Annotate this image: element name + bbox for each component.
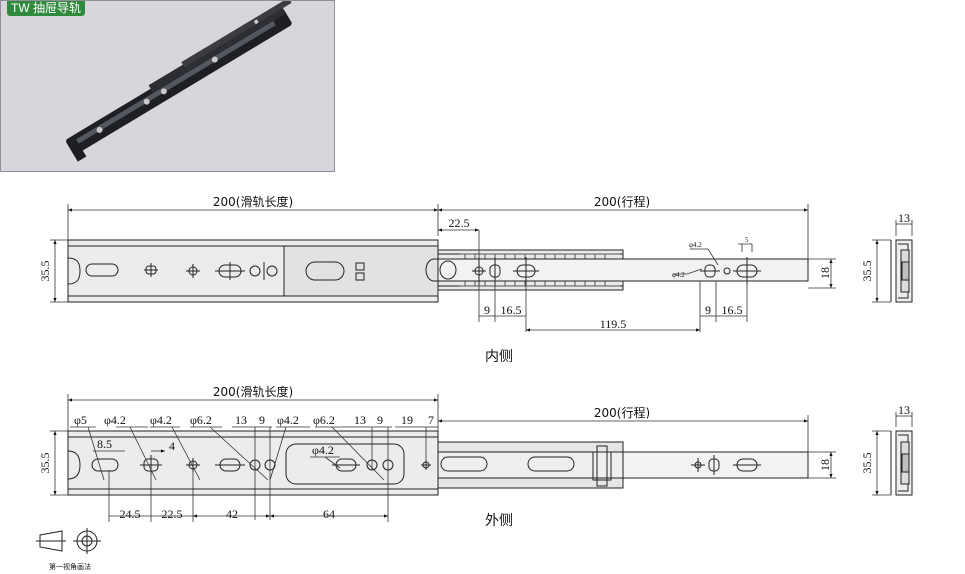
inner-height-dim: 35.5 xyxy=(38,261,52,282)
outer-19-dim: 19 xyxy=(401,413,413,427)
outer-rail-length-dim: 200(滑轨长度) xyxy=(213,384,293,399)
inner-inner-rail xyxy=(437,258,809,282)
outer-outer-rail xyxy=(67,430,439,496)
end-top-width-dim: 13 xyxy=(898,211,910,225)
outer-phi62-a-dim: φ6.2 xyxy=(190,413,212,427)
end-top-height-dim: 35.5 xyxy=(860,261,874,282)
outer-view-caption: 外侧 xyxy=(485,513,513,529)
inner-view xyxy=(50,204,836,332)
inner-middle-rail xyxy=(283,245,439,297)
inner-16-5-dim-b: 16.5 xyxy=(722,303,743,317)
outer-phi5-dim: φ5 xyxy=(74,413,87,427)
inner-phi-dim-a: φ4.2 xyxy=(689,241,702,249)
inner-9-dim-b: 9 xyxy=(705,303,711,317)
outer-64-dim: 64 xyxy=(323,507,335,521)
inner-9-dim-a: 9 xyxy=(484,303,490,317)
outer-phi42-b-dim: φ4.2 xyxy=(150,413,172,427)
outer-view xyxy=(50,394,836,522)
outer-4-dim: 4 xyxy=(169,439,175,453)
projection-symbol xyxy=(36,528,101,554)
outer-13-a-dim: 13 xyxy=(235,413,247,427)
outer-8-5-dim: 8.5 xyxy=(97,437,112,451)
outer-22-5-dim: 22.5 xyxy=(162,507,183,521)
outer-7-dim: 7 xyxy=(428,413,434,427)
outer-9-b-dim: 9 xyxy=(377,413,383,427)
outer-inner-rail xyxy=(622,451,809,479)
outer-phi42-a-dim: φ4.2 xyxy=(104,413,126,427)
projection-label: 第一视角画法 xyxy=(49,562,91,571)
inner-16-5-dim-a: 16.5 xyxy=(501,303,522,317)
outer-13-b-dim: 13 xyxy=(354,413,366,427)
outer-stroke-dim: 200(行程) xyxy=(594,405,650,420)
inner-119-5-dim: 119.5 xyxy=(600,317,627,331)
inner-18-dim: 18 xyxy=(818,267,832,279)
outer-phi42-d-dim: φ4.2 xyxy=(312,443,334,457)
end-bottom-height-dim: 35.5 xyxy=(860,453,874,474)
inner-5-dim: 5 xyxy=(745,236,749,244)
outer-42-dim: 42 xyxy=(226,507,238,521)
end-bottom-width-dim: 13 xyxy=(898,403,910,417)
outer-18-dim: 18 xyxy=(818,459,832,471)
inner-22-5-dim: 22.5 xyxy=(449,216,470,230)
end-view-top xyxy=(872,220,913,303)
outer-24-5-dim: 24.5 xyxy=(120,507,141,521)
outer-9-a-dim: 9 xyxy=(259,413,265,427)
outer-phi42-c-dim: φ4.2 xyxy=(277,413,299,427)
inner-stroke-dim: 200(行程) xyxy=(594,194,650,209)
outer-height-dim: 35.5 xyxy=(38,453,52,474)
drawer-slide-photo xyxy=(66,1,292,162)
inner-rail-length-dim: 200(滑轨长度) xyxy=(213,194,293,209)
product-badge: TW 抽屉导轨 xyxy=(7,1,85,16)
inner-view-caption: 内侧 xyxy=(485,349,513,365)
inner-phi-dim-b: φ4.2 xyxy=(672,271,685,279)
outer-phi62-b-dim: φ6.2 xyxy=(313,413,335,427)
end-view-bottom xyxy=(872,412,913,496)
product-photo-panel: TW 抽屉导轨 xyxy=(0,0,335,172)
